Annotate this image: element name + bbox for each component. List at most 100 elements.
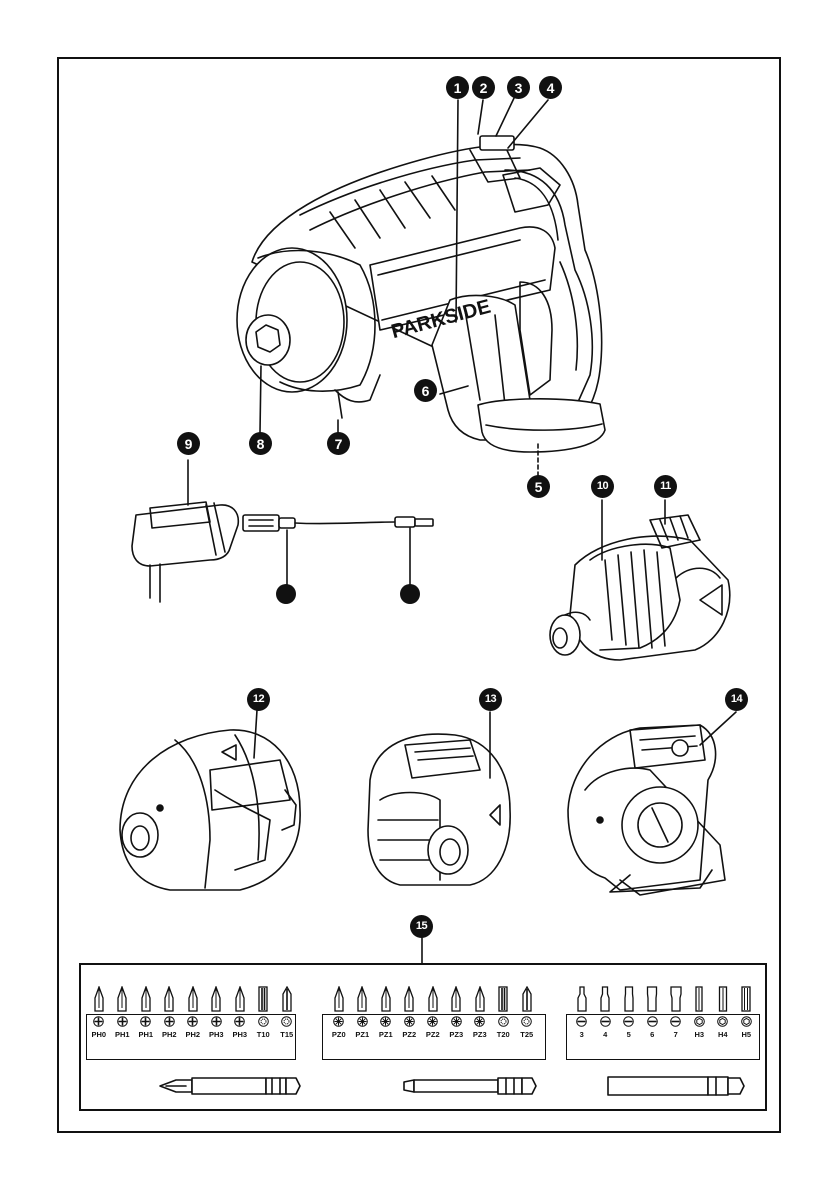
phillips-tip-icon (210, 986, 222, 1012)
bit-pz1: PZ1 (351, 986, 375, 1039)
bit-label: PZ3 (473, 1030, 487, 1039)
bit-label: 5 (627, 1030, 631, 1039)
bit-label: PZ2 (402, 1030, 416, 1039)
torx-tip-icon (281, 986, 293, 1012)
bit-ph1: PH1 (111, 986, 135, 1039)
callout-3: 3 (507, 76, 530, 99)
bit-ph2: PH2 (181, 986, 205, 1039)
phillips-tip-icon (140, 986, 152, 1012)
bit-slot-4: 4 (594, 986, 618, 1039)
slotted-tip-icon (623, 986, 635, 1012)
torx-tip-icon (257, 986, 269, 1012)
bit-ph1: PH1 (134, 986, 158, 1039)
bit-label: 4 (603, 1030, 607, 1039)
bit-t25: T25 (515, 986, 539, 1039)
phillips-tip-icon (234, 986, 246, 1012)
callout-13: 13 (479, 688, 502, 711)
callout-8: 8 (249, 432, 272, 455)
bit-h3: H3 (688, 986, 712, 1039)
pozidriv-tip-icon (380, 986, 392, 1012)
callout-4: 4 (539, 76, 562, 99)
slotted-tip-icon (646, 986, 658, 1012)
slotted-tip-icon (670, 986, 682, 1012)
bit-label: PH1 (115, 1030, 130, 1039)
bit-pz3: PZ3 (468, 986, 492, 1039)
bit-label: 3 (580, 1030, 584, 1039)
bit-label: PH0 (91, 1030, 106, 1039)
bit-label: T10 (257, 1030, 270, 1039)
slotted-tip-icon (576, 986, 588, 1012)
cable-micro-marker (400, 584, 420, 604)
drill-attachment-illustration (550, 500, 730, 660)
bit-pz3: PZ3 (445, 986, 469, 1039)
bit-t10: T10 (252, 986, 276, 1039)
bit-label: T25 (520, 1030, 533, 1039)
bit-label: H4 (718, 1030, 728, 1039)
callout-11: 11 (654, 475, 677, 498)
bit-label: PZ0 (332, 1030, 346, 1039)
cable-usb-marker (276, 584, 296, 604)
bit-label: PZ3 (449, 1030, 463, 1039)
screwdriver-illustration (237, 96, 605, 480)
slotted-tip-icon (599, 986, 611, 1012)
phillips-tip-icon (93, 986, 105, 1012)
bit-label: T15 (280, 1030, 293, 1039)
phillips-tip-icon (163, 986, 175, 1012)
callout-2: 2 (472, 76, 495, 99)
angle-attachment-12-illustration (120, 710, 300, 890)
bit-slot-5: 5 (617, 986, 641, 1039)
callout-6: 6 (414, 379, 437, 402)
pozidriv-tip-icon (403, 986, 415, 1012)
bit-label: PH1 (138, 1030, 153, 1039)
hex-tip-icon (693, 986, 705, 1012)
bit-pz2: PZ2 (398, 986, 422, 1039)
bit-group-1: PH0 PH1 PH1 PH2 PH2 PH3 PH3 T10 T15 (87, 986, 299, 1039)
torx-tip-icon (521, 986, 533, 1012)
bit-label: H5 (741, 1030, 751, 1039)
bit-pz1: PZ1 (374, 986, 398, 1039)
bit-ph3: PH3 (228, 986, 252, 1039)
bit-h4: H4 (711, 986, 735, 1039)
bit-label: PH2 (162, 1030, 177, 1039)
angle-attachment-13-illustration (368, 712, 510, 885)
callout-1: 1 (446, 76, 469, 99)
pozidriv-tip-icon (474, 986, 486, 1012)
hex-tip-icon (740, 986, 752, 1012)
callout-10: 10 (591, 475, 614, 498)
bit-group-3: 3 4 5 6 7 H3 H4 H5 (570, 986, 758, 1039)
bit-label: T20 (497, 1030, 510, 1039)
callout-5: 5 (527, 475, 550, 498)
bit-h5: H5 (735, 986, 759, 1039)
charger-illustration (132, 460, 433, 602)
pozidriv-tip-icon (427, 986, 439, 1012)
bit-ph3: PH3 (205, 986, 229, 1039)
callout-12: 12 (247, 688, 270, 711)
callout-15: 15 (410, 915, 433, 938)
phillips-tip-icon (116, 986, 128, 1012)
bit-label: 7 (674, 1030, 678, 1039)
callout-7: 7 (327, 432, 350, 455)
pozidriv-tip-icon (333, 986, 345, 1012)
bit-t15: T15 (275, 986, 299, 1039)
bit-ph0: PH0 (87, 986, 111, 1039)
bit-slot-6: 6 (641, 986, 665, 1039)
pozidriv-tip-icon (356, 986, 368, 1012)
pozidriv-tip-icon (450, 986, 462, 1012)
bit-label: PZ2 (426, 1030, 440, 1039)
bit-slot-7: 7 (664, 986, 688, 1039)
bit-ph2: PH2 (158, 986, 182, 1039)
bit-t20: T20 (492, 986, 516, 1039)
torx-tip-icon (497, 986, 509, 1012)
phillips-tip-icon (187, 986, 199, 1012)
bit-label: PH3 (209, 1030, 224, 1039)
bit-label: PZ1 (379, 1030, 393, 1039)
bit-label: PH3 (232, 1030, 247, 1039)
bit-label: PZ1 (355, 1030, 369, 1039)
bit-group-2: PZ0 PZ1 PZ1 PZ2 PZ2 PZ3 PZ3 T20 T25 (327, 986, 539, 1039)
callout-14: 14 (725, 688, 748, 711)
angle-attachment-14-illustration (568, 712, 736, 895)
bit-label: 6 (650, 1030, 654, 1039)
bit-label: H3 (694, 1030, 704, 1039)
callout-9: 9 (177, 432, 200, 455)
bit-slot-3: 3 (570, 986, 594, 1039)
